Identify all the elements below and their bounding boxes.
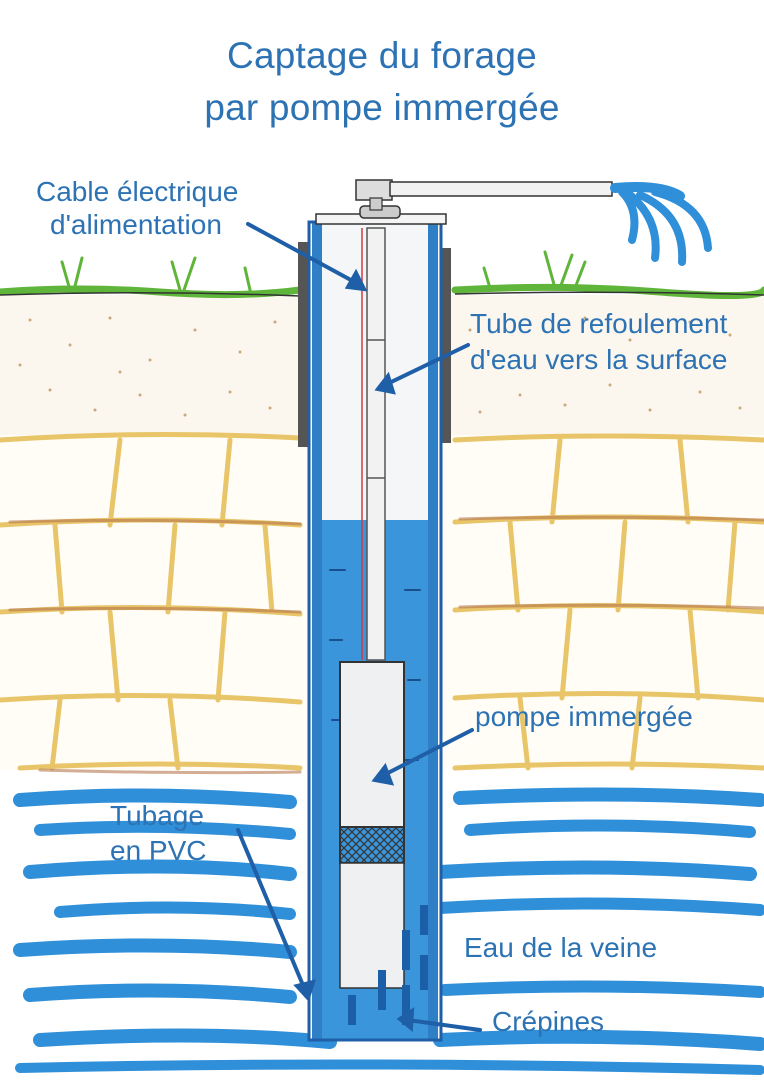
diagram-title-line-1: Captage du forage <box>227 35 537 76</box>
label-power-cable-line-1: Cable électrique <box>36 176 239 207</box>
submersible-pump <box>339 661 405 989</box>
label-submersible-pump: pompe immergée <box>475 701 693 732</box>
label-pvc-casing-line-1: Tubage <box>110 800 204 831</box>
label-discharge-tube-line-1: Tube de refoulement <box>470 308 728 339</box>
label-vein-water: Eau de la veine <box>464 932 658 963</box>
diagram-title-line-2: par pompe immergée <box>204 87 560 128</box>
label-well-screens: Crépines <box>492 1006 605 1037</box>
label-power-cable-line-2: d'alimentation <box>50 209 222 240</box>
annotation-arrows <box>236 222 482 1033</box>
surface-sleeve-right <box>441 248 451 443</box>
discharge-tube <box>366 227 386 661</box>
well-head <box>315 179 613 225</box>
well-screen-slots <box>348 905 428 1025</box>
ground-surface <box>0 250 764 300</box>
surface-sleeve-left <box>298 242 308 447</box>
water-outflow <box>610 182 712 266</box>
label-discharge-tube-line-2: d'eau vers la surface <box>470 344 728 375</box>
label-pvc-casing-line-2: en PVC <box>110 835 207 866</box>
